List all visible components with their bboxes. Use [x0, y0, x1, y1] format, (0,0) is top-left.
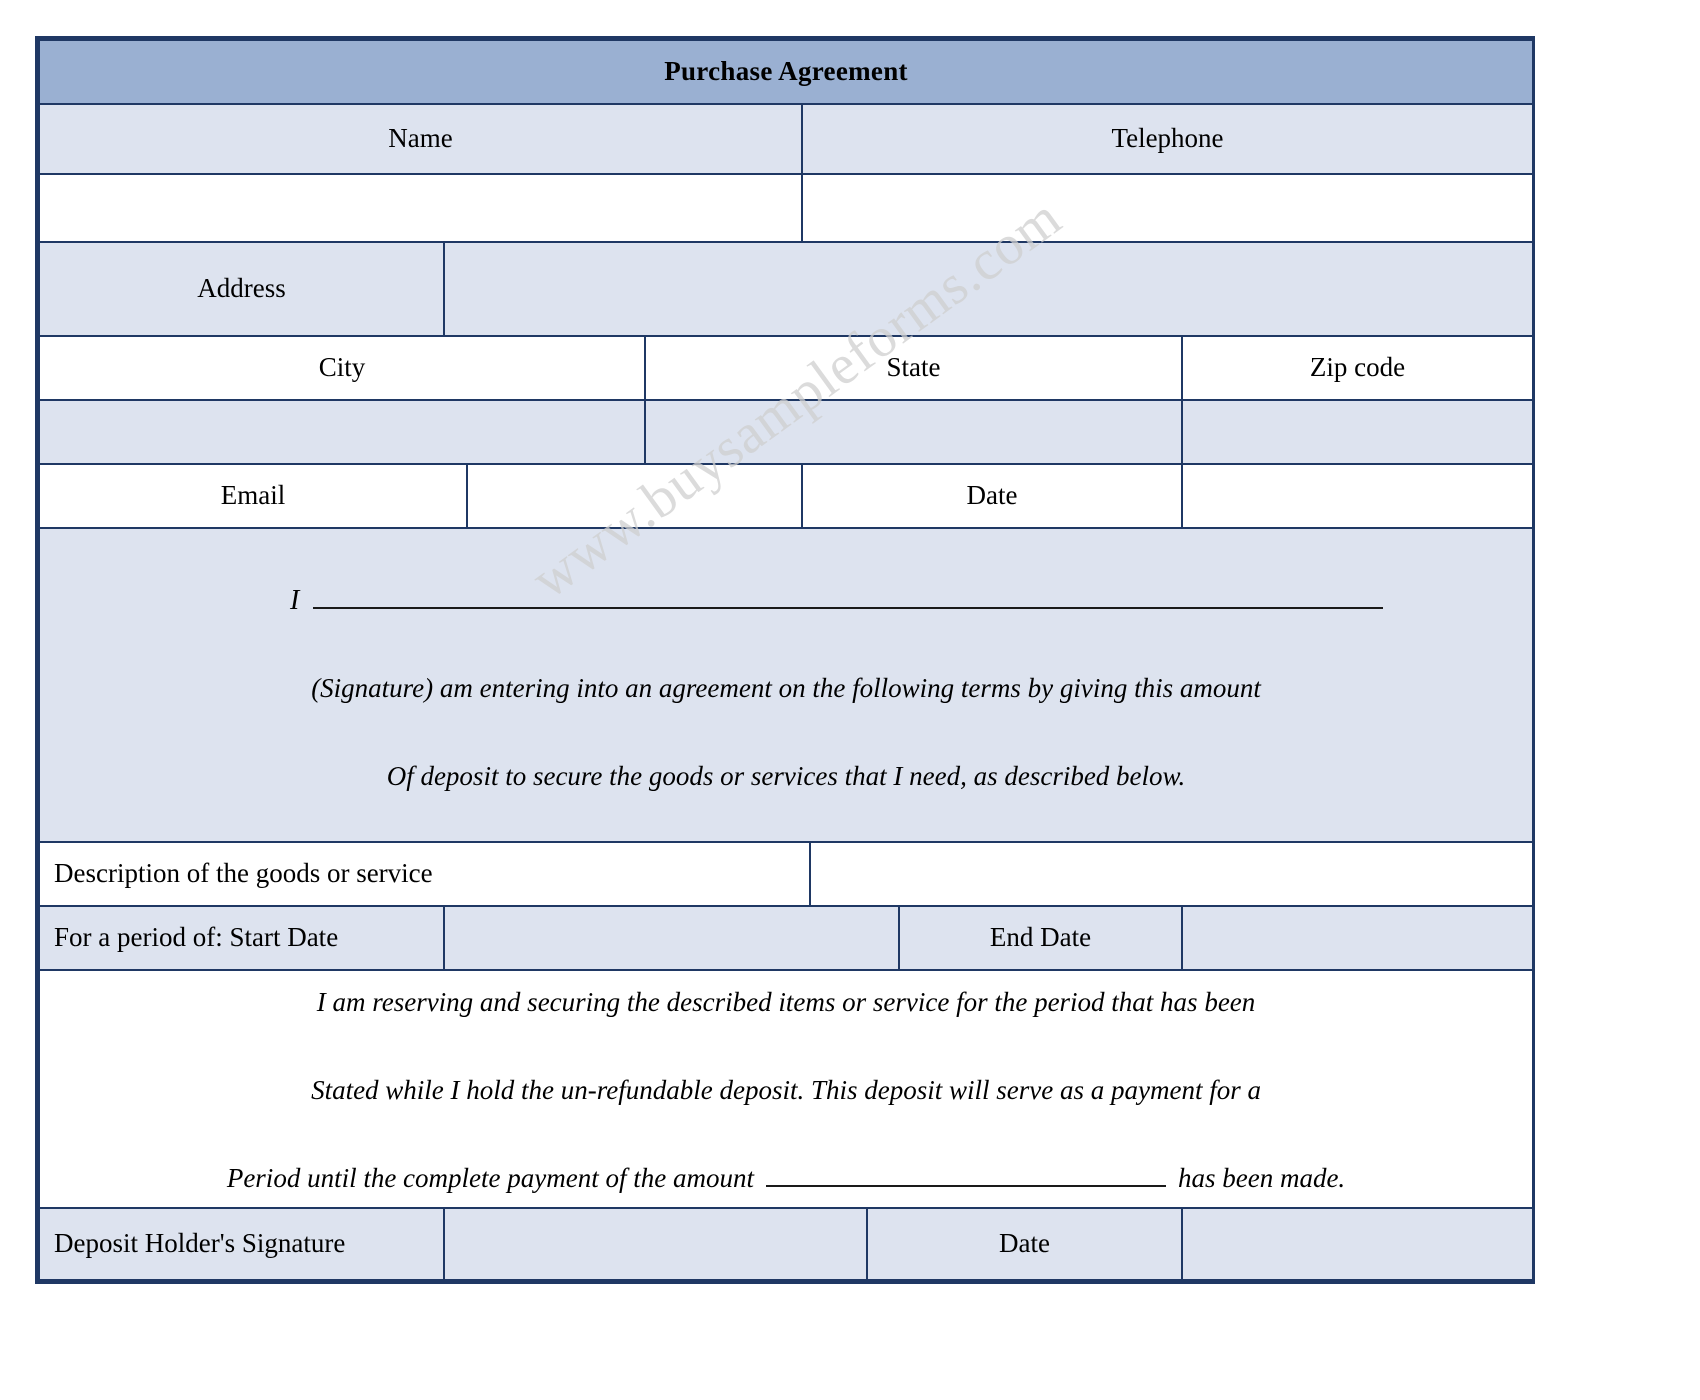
telephone-input[interactable]	[800, 173, 1535, 243]
agreement-paragraph-block: I (Signature) am entering into an agreem…	[37, 527, 1535, 843]
city-state-zip-label-row: City State Zip code	[38, 335, 1535, 401]
purchase-agreement-form: Purchase Agreement Name Telephone Addres…	[35, 36, 1535, 1284]
email-input[interactable]	[466, 463, 803, 529]
agreement-line-1: (Signature) am entering into an agreemen…	[311, 672, 1261, 703]
deposit-holder-date-label: Date	[866, 1207, 1183, 1281]
start-date-input[interactable]	[443, 905, 900, 971]
city-input[interactable]	[38, 399, 646, 465]
signature-blank-line[interactable]	[313, 606, 1384, 609]
description-row: Description of the goods or service	[38, 841, 1535, 907]
page-title: Purchase Agreement	[37, 39, 1535, 105]
deposit-holder-signature-input[interactable]	[443, 1207, 868, 1281]
address-label: Address	[38, 241, 445, 337]
terms-line-1: I am reserving and securing the describe…	[316, 987, 1256, 1018]
name-input[interactable]	[38, 173, 803, 243]
end-date-label: End Date	[898, 905, 1183, 971]
name-telephone-label-row: Name Telephone	[38, 103, 1535, 175]
signature-prefix: I	[290, 584, 300, 616]
address-row: Address	[38, 241, 1535, 337]
email-label: Email	[38, 463, 468, 529]
period-row: For a period of: Start Date End Date	[38, 905, 1535, 971]
terms-line-3-after: has been made.	[1177, 1162, 1346, 1193]
telephone-label: Telephone	[800, 103, 1535, 175]
deposit-holder-date-input[interactable]	[1180, 1207, 1535, 1281]
state-input[interactable]	[644, 399, 1183, 465]
deposit-holder-signature-label: Deposit Holder's Signature	[38, 1207, 445, 1281]
terms-paragraph-row: I am reserving and securing the describe…	[37, 969, 1535, 1209]
signature-line-wrapper: I	[100, 583, 1472, 618]
agreement-line-2: Of deposit to secure the goods or servic…	[386, 760, 1186, 791]
state-label: State	[644, 335, 1183, 401]
terms-line-3: Period until the complete payment of the…	[80, 1162, 1492, 1196]
name-label: Name	[38, 103, 803, 175]
address-input[interactable]	[442, 241, 1535, 337]
terms-line-2: Stated while I hold the un-refundable de…	[311, 1075, 1261, 1106]
end-date-input[interactable]	[1180, 905, 1535, 971]
city-state-zip-input-row	[38, 399, 1535, 465]
description-input[interactable]	[808, 841, 1535, 907]
date-label: Date	[801, 463, 1183, 529]
form-table: Purchase Agreement Name Telephone Addres…	[37, 39, 1535, 1281]
terms-paragraph-block: I am reserving and securing the describe…	[37, 969, 1535, 1209]
terms-line-3-before: Period until the complete payment of the…	[226, 1162, 754, 1193]
zip-label: Zip code	[1180, 335, 1535, 401]
agreement-paragraph-row: I (Signature) am entering into an agreem…	[37, 527, 1535, 843]
amount-blank-line[interactable]	[765, 1184, 1166, 1187]
city-label: City	[38, 335, 646, 401]
date-input[interactable]	[1180, 463, 1535, 529]
name-telephone-input-row	[38, 173, 1535, 243]
description-label: Description of the goods or service	[38, 841, 811, 907]
start-date-label: For a period of: Start Date	[38, 905, 445, 971]
email-date-row: Email Date	[38, 463, 1535, 529]
deposit-holder-signature-row: Deposit Holder's Signature Date	[38, 1207, 1535, 1281]
title-row: Purchase Agreement	[37, 39, 1535, 105]
zip-input[interactable]	[1180, 399, 1535, 465]
